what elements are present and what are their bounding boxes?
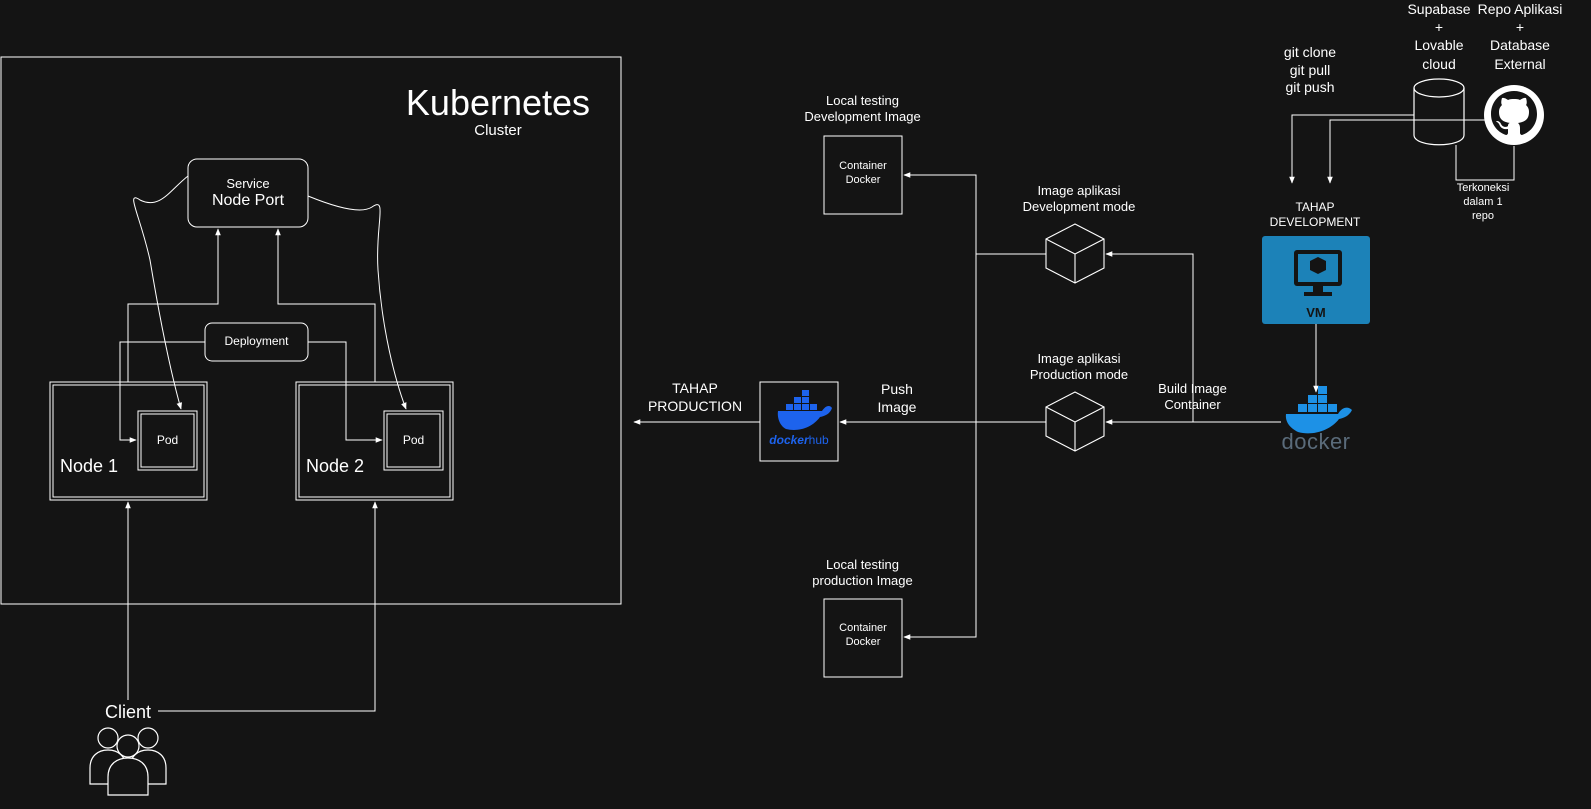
kubernetes-title: Kubernetes xyxy=(405,82,591,123)
database-icon[interactable] xyxy=(1413,78,1465,146)
local-prod-caption: Local testing production Image xyxy=(812,557,913,589)
github-icon[interactable] xyxy=(1484,85,1544,145)
local-prod-container-box[interactable] xyxy=(823,598,903,678)
tahap-development-label: TAHAP DEVELOPMENT xyxy=(1269,200,1361,229)
git-to-dev-edge-2 xyxy=(1327,119,1486,184)
build-image-label: Build Image Container xyxy=(1158,381,1227,413)
image-dev-label: Image aplikasi Development mode xyxy=(1022,183,1136,215)
local-prod-container-label: Container Docker xyxy=(839,622,887,648)
pod-1-box[interactable] xyxy=(137,410,198,471)
pod-2-label: Pod xyxy=(402,433,425,447)
dockerhub-wordmark: dockerhub xyxy=(760,433,838,448)
node-2-label: Node 2 xyxy=(306,456,365,476)
cube-prod-icon xyxy=(1045,391,1105,452)
git-commands-label: git clone git pull git push xyxy=(1283,44,1337,95)
pod-1-box-inner xyxy=(140,413,195,468)
pod-2-box[interactable] xyxy=(383,410,444,471)
node-2-box-inner xyxy=(298,384,451,498)
local-dev-container-label: Container Docker xyxy=(839,160,887,186)
distribution-to-local-prod-edge xyxy=(903,600,977,640)
docker-hub-icon xyxy=(777,390,832,430)
pod-1-label: Pod xyxy=(156,433,179,447)
service-node-port-box[interactable] xyxy=(187,158,309,228)
push-image-label: Push Image xyxy=(877,381,917,415)
service-label-line1: Service xyxy=(226,176,270,191)
node2-to-service-edge xyxy=(275,228,376,382)
repo-label: Repo Aplikasi + Database External xyxy=(1477,1,1563,72)
docker-whale-icon xyxy=(1285,386,1352,434)
service-to-pod1-curve xyxy=(133,175,189,410)
deployment-label: Deployment xyxy=(224,334,289,348)
node-1-box-inner xyxy=(52,384,205,498)
vm-label: VM xyxy=(1306,305,1326,320)
supabase-label: Supabase + Lovable cloud xyxy=(1407,1,1471,72)
dockerhub-wordmark-b: hub xyxy=(808,433,829,447)
kubernetes-cluster-box[interactable] xyxy=(0,56,622,605)
deployment-to-pod2-edge xyxy=(308,341,383,443)
local-dev-caption: Local testing Development Image xyxy=(804,93,921,125)
users-icon xyxy=(89,727,167,796)
deployment-to-pod1-edge xyxy=(119,341,205,443)
monitor-icon xyxy=(1294,250,1342,296)
node1-to-service-edge xyxy=(127,228,221,382)
tahap-production-label: TAHAP PRODUCTION xyxy=(647,380,743,414)
service-to-pod2-curve xyxy=(307,195,407,410)
client-to-node2-edge xyxy=(158,501,378,712)
node-1-label: Node 1 xyxy=(60,456,119,476)
client-label: Client xyxy=(104,702,152,722)
dockerhub-wordmark-a: docker xyxy=(769,433,809,447)
terkoneksi-label: Terkoneksi dalam 1 repo xyxy=(1456,182,1510,222)
distribution-to-local-dev-edge xyxy=(903,172,977,637)
db-to-repo-link xyxy=(1455,145,1515,181)
service-label-line2: Node Port xyxy=(211,192,285,209)
git-to-dev-edge-1 xyxy=(1289,114,1414,184)
cube-dev-icon xyxy=(1045,223,1105,284)
pod-2-box-inner xyxy=(386,413,441,468)
kubernetes-subtitle: Cluster xyxy=(474,122,522,139)
docker-wordmark: docker xyxy=(1281,429,1351,454)
local-dev-container-box[interactable] xyxy=(823,135,903,215)
docker-to-dev-image-edge xyxy=(1105,251,1194,422)
image-prod-label: Image aplikasi Production mode xyxy=(1029,351,1129,383)
